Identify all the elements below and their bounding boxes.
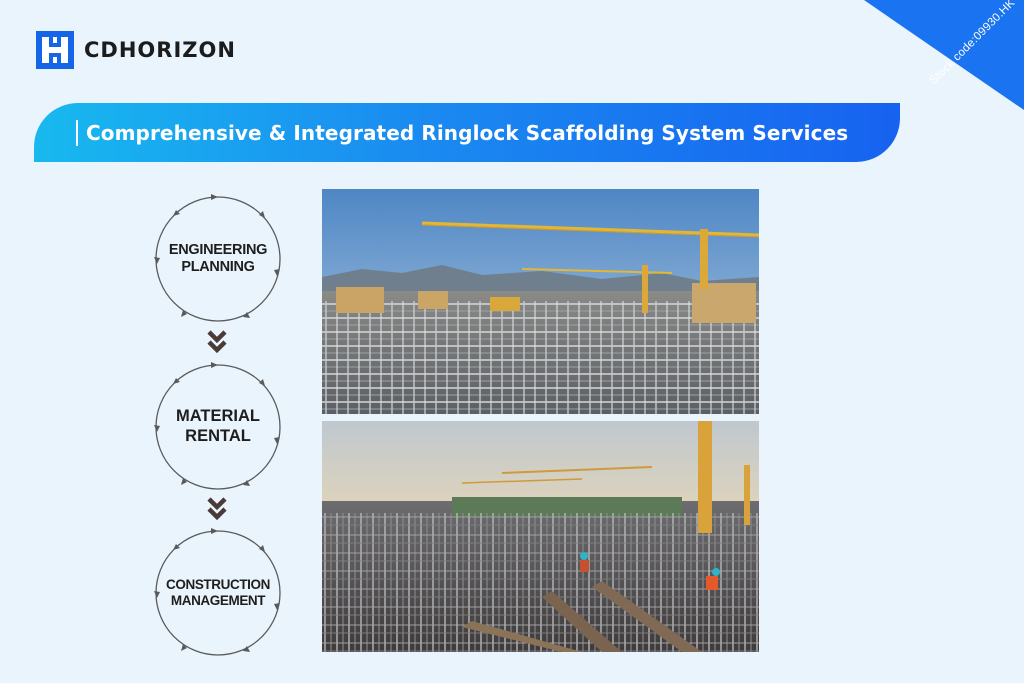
process-step-material-rental: MATERIAL RENTAL	[153, 362, 283, 492]
site-photo-daylight	[322, 189, 759, 414]
double-chevron-down-icon	[207, 330, 227, 354]
title-banner: Comprehensive & Integrated Ringlock Scaf…	[34, 103, 900, 162]
brand-name: CDHORIZON	[84, 38, 236, 62]
step-label: MATERIAL RENTAL	[175, 407, 260, 445]
h-logo-icon	[36, 31, 74, 69]
brand-logo: CDHORIZON	[36, 31, 236, 69]
process-step-engineering-planning: ENGINEERING PLANNING	[153, 194, 283, 324]
corner-ribbon: Stock code:09930.HK	[834, 0, 1024, 110]
double-chevron-down-icon	[207, 497, 227, 521]
page-title: Comprehensive & Integrated Ringlock Scaf…	[86, 120, 849, 145]
circular-arrows-icon	[154, 362, 281, 490]
circular-arrows-icon	[154, 194, 281, 322]
site-photo-sunset	[322, 421, 759, 652]
step-label: ENGINEERING PLANNING	[168, 241, 268, 275]
circular-arrows-icon	[154, 528, 281, 656]
step-label: CONSTRUCTION MANAGEMENT	[166, 576, 270, 608]
process-step-construction-management: CONSTRUCTION MANAGEMENT	[153, 528, 283, 658]
banner-divider	[76, 119, 78, 146]
